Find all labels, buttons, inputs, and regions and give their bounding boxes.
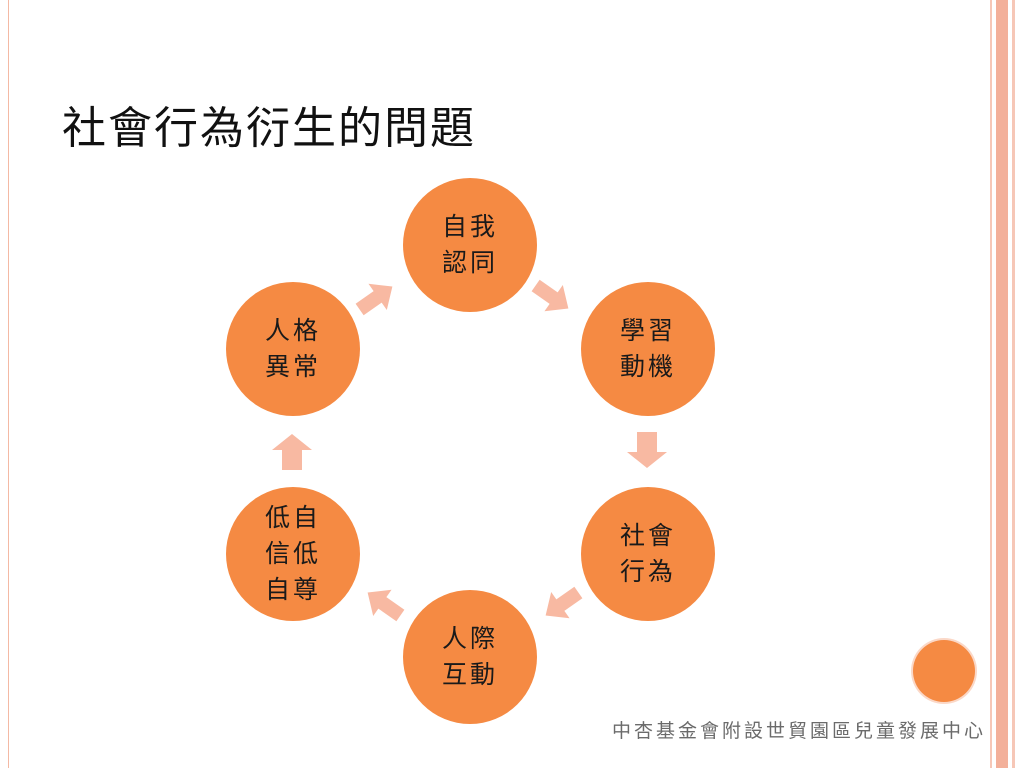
arrow-learning-motivation-to-social-behavior — [627, 432, 667, 468]
node-self-identity: 自我 認同 — [403, 178, 537, 312]
node-interpersonal-interaction: 人際 互動 — [403, 590, 537, 724]
arrow-low-self-esteem-to-personality-abnormality — [272, 434, 312, 470]
node-low-self-esteem: 低自 信低 自尊 — [226, 487, 360, 621]
node-label: 低自 信低 自尊 — [264, 503, 321, 604]
node-social-behavior: 社會 行為 — [581, 487, 715, 621]
footer-organization: 中杏基金會附設世貿園區兒童發展中心 — [611, 720, 986, 742]
arrow-interpersonal-interaction-to-low-self-esteem — [367, 589, 405, 622]
arrow-social-behavior-to-interpersonal-interaction — [545, 586, 583, 619]
node-label: 人際 互動 — [441, 624, 498, 689]
node-learning-motivation: 學習 動機 — [581, 282, 715, 416]
arrow-self-identity-to-learning-motivation — [531, 279, 569, 312]
decorative-circle — [913, 640, 975, 702]
node-personality-abnormality: 人格 異常 — [226, 282, 360, 416]
node-label: 人格 異常 — [264, 316, 321, 381]
decorative-stripes — [980, 0, 1024, 768]
node-label: 自我 認同 — [441, 212, 498, 277]
page-title: 社會行為衍生的問題 — [62, 103, 476, 154]
node-label: 社會 行為 — [619, 521, 676, 586]
arrow-personality-abnormality-to-self-identity — [355, 283, 393, 316]
node-label: 學習 動機 — [619, 316, 676, 381]
